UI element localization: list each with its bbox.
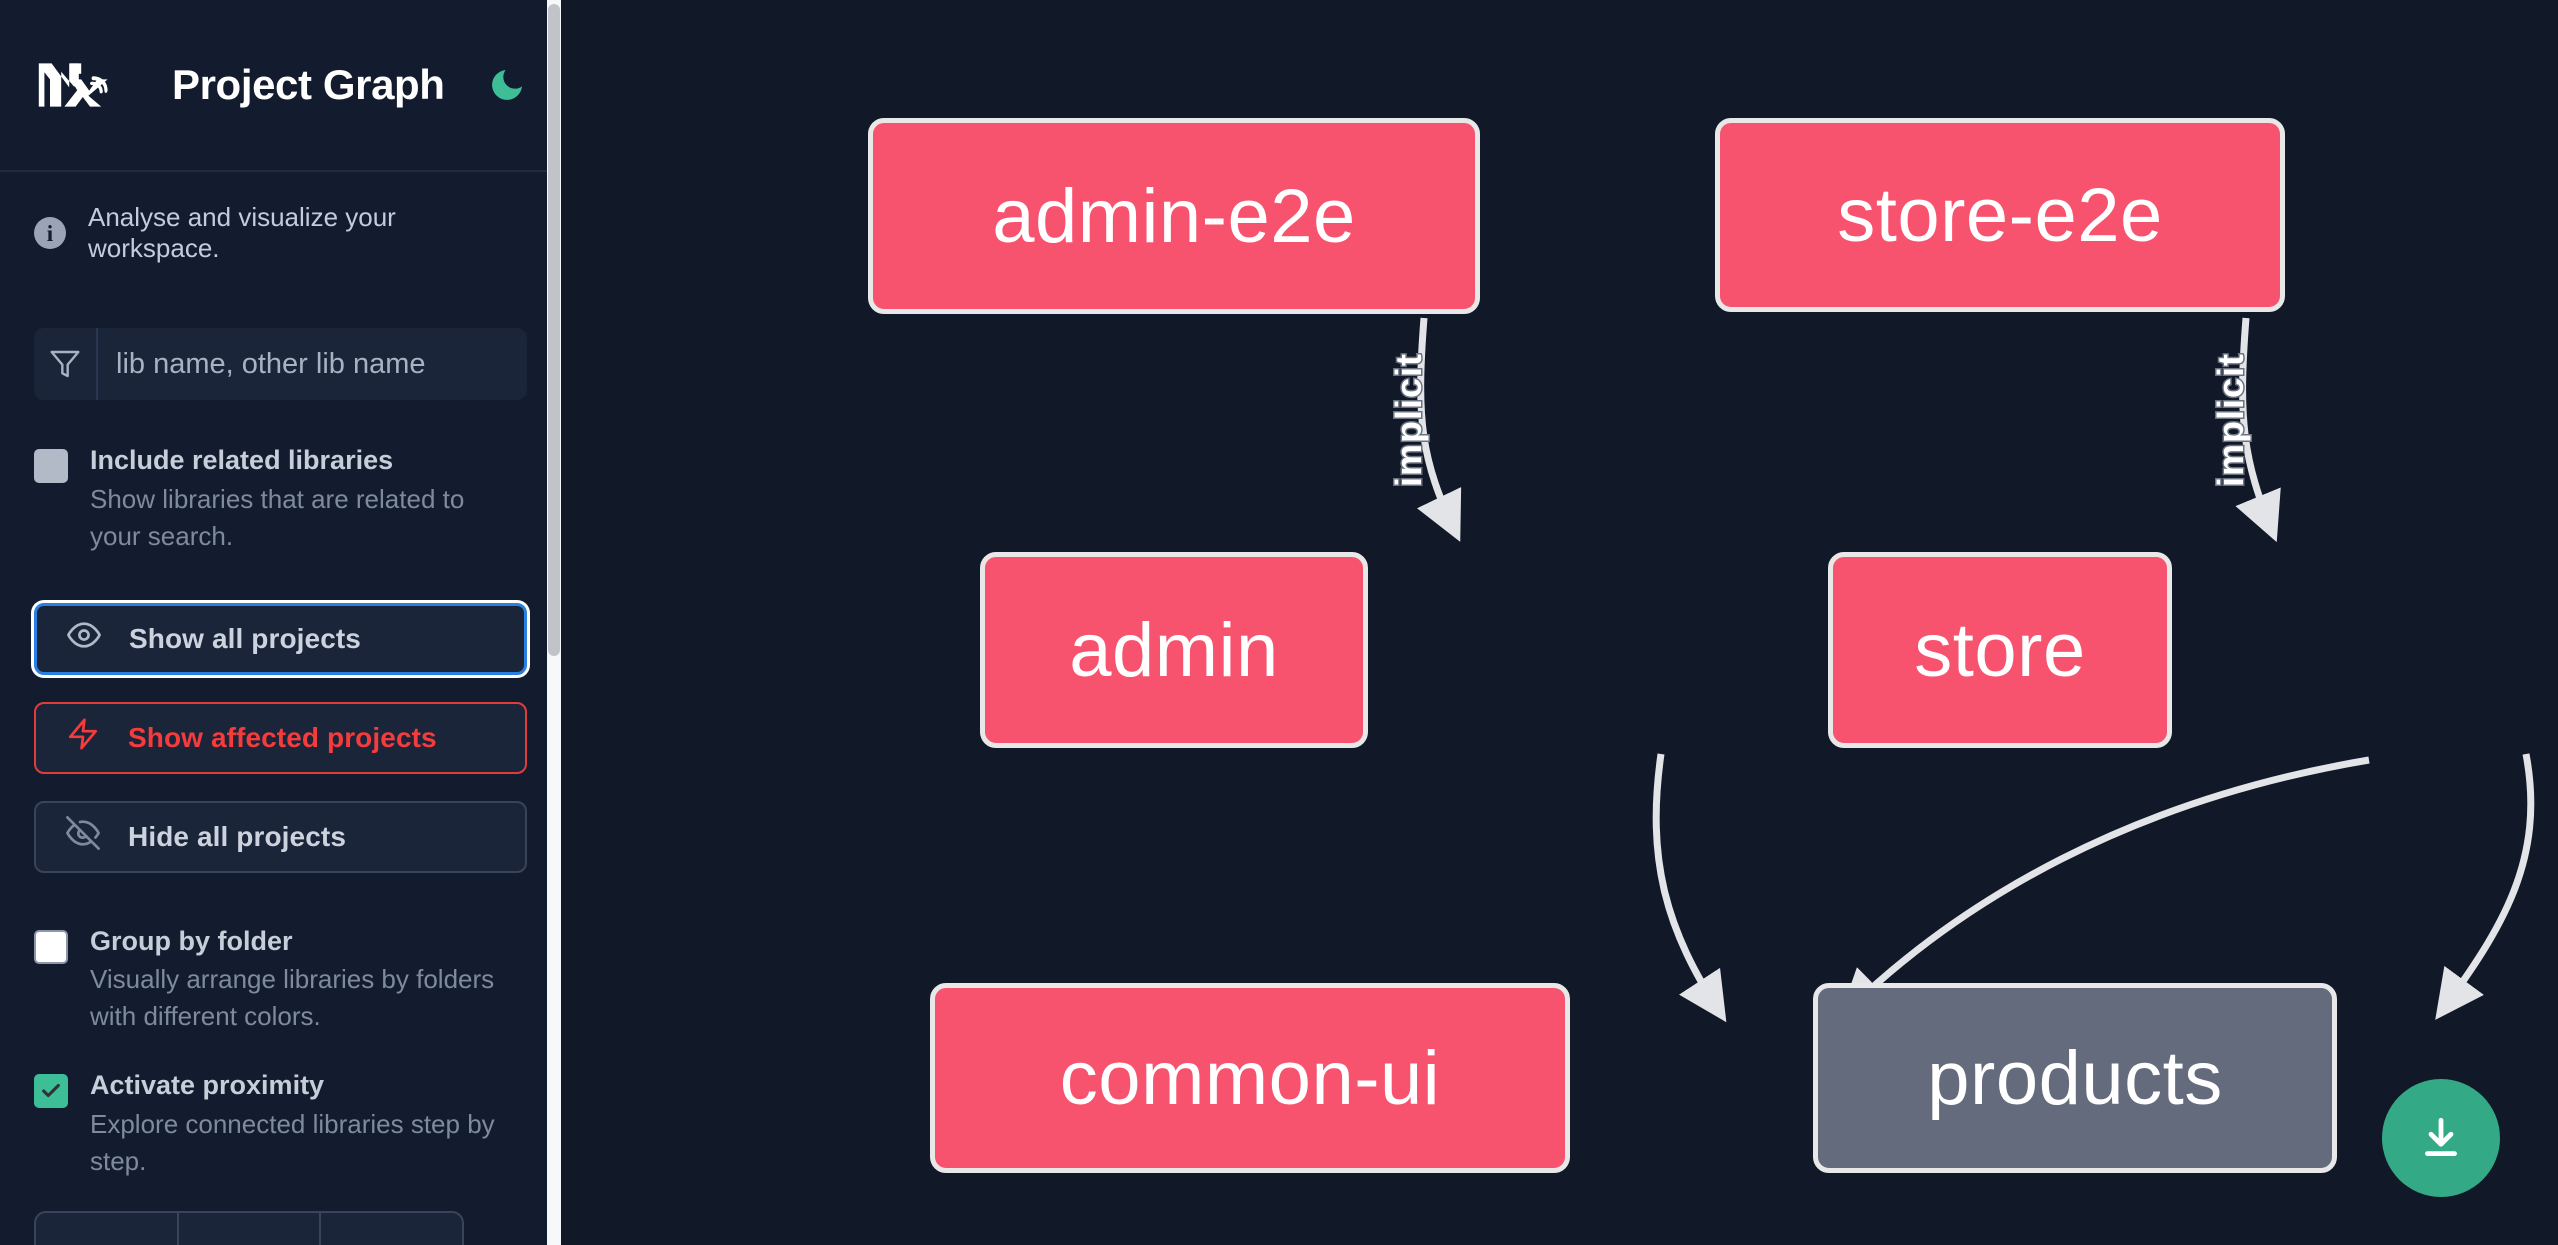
search-input[interactable] xyxy=(98,328,527,400)
graph-node-label: products xyxy=(1927,1035,2223,1121)
graph-node-store[interactable]: store xyxy=(1828,552,2172,748)
activate-proximity-description: Explore connected libraries step by step… xyxy=(90,1108,495,1176)
graph-node-admin-e2e[interactable]: admin-e2e xyxy=(868,118,1480,314)
project-graph-canvas[interactable]: implicit implicit admin-e2e store-e2e admi… xyxy=(561,0,2558,1245)
edge-label-implicit-admin: implicit xyxy=(1388,353,1429,487)
include-related-libraries-description: Show libraries that are related to your … xyxy=(90,483,465,551)
nx-logo-icon xyxy=(34,49,130,121)
group-by-folder-label: Group by folder xyxy=(90,925,293,956)
group-by-folder-checkbox[interactable] xyxy=(34,929,68,964)
project-visibility-buttons: Show all projects Show affected projects xyxy=(0,555,561,873)
graph-node-label: admin-e2e xyxy=(992,173,1356,259)
lightning-bolt-icon xyxy=(66,717,100,758)
sidebar-scrollbar-track[interactable] xyxy=(547,0,561,1245)
sidebar-scrollbar-thumb[interactable] xyxy=(548,4,560,656)
graph-node-admin[interactable]: admin xyxy=(980,552,1368,748)
check-icon xyxy=(42,1084,60,1098)
eye-off-icon xyxy=(66,816,100,857)
page-title: Project Graph xyxy=(172,61,445,108)
edge-label-implicit-store: implicit xyxy=(2210,353,2251,487)
eye-icon xyxy=(67,618,101,659)
include-related-libraries-option[interactable]: Include related libraries Show libraries… xyxy=(0,400,561,555)
activate-proximity-option[interactable]: Activate proximity Explore connected lib… xyxy=(0,1035,561,1180)
hide-all-projects-button[interactable]: Hide all projects xyxy=(34,800,527,873)
download-graph-button[interactable] xyxy=(2382,1079,2500,1197)
include-related-libraries-label: Include related libraries xyxy=(90,445,394,475)
info-icon: i xyxy=(34,217,66,249)
search-field-wrapper[interactable] xyxy=(34,328,527,400)
graph-node-store-e2e[interactable]: store-e2e xyxy=(1715,118,2285,312)
workspace-info-text: Analyse and visualize your workspace. xyxy=(88,202,396,263)
graph-node-label: store-e2e xyxy=(1837,172,2163,258)
sidebar-header: Project Graph xyxy=(0,0,561,172)
show-affected-projects-button[interactable]: Show affected projects xyxy=(34,701,527,774)
activate-proximity-checkbox[interactable] xyxy=(34,1074,68,1109)
segment-1[interactable] xyxy=(36,1213,179,1245)
activate-proximity-label: Activate proximity xyxy=(90,1070,325,1101)
graph-node-label: common-ui xyxy=(1059,1035,1441,1121)
hide-all-projects-label: Hide all projects xyxy=(128,820,346,852)
group-by-folder-option[interactable]: Group by folder Visually arrange librari… xyxy=(0,873,561,1036)
graph-node-label: store xyxy=(1914,607,2086,693)
show-all-projects-label: Show all projects xyxy=(129,622,361,654)
proximity-step-segmented-control[interactable] xyxy=(34,1211,464,1245)
show-affected-projects-label: Show affected projects xyxy=(128,721,437,753)
segment-3[interactable] xyxy=(321,1213,462,1245)
moon-icon[interactable] xyxy=(487,61,527,109)
workspace-info: i Analyse and visualize your workspace. xyxy=(0,172,561,264)
segment-2[interactable] xyxy=(179,1213,322,1245)
show-all-projects-button[interactable]: Show all projects xyxy=(34,602,527,675)
edge-admin-e2e-admin xyxy=(1416,317,1462,542)
graph-node-products[interactable]: products xyxy=(1813,983,2337,1173)
sidebar: Project Graph i Analyse and visualize yo… xyxy=(0,0,561,1245)
graph-node-common-ui[interactable]: common-ui xyxy=(930,983,1570,1173)
graph-node-label: admin xyxy=(1069,607,1279,693)
download-icon xyxy=(2425,1117,2457,1157)
include-related-libraries-checkbox[interactable] xyxy=(34,449,68,483)
filter-funnel-icon xyxy=(34,328,98,400)
group-by-folder-description: Visually arrange libraries by folders wi… xyxy=(90,964,495,1032)
